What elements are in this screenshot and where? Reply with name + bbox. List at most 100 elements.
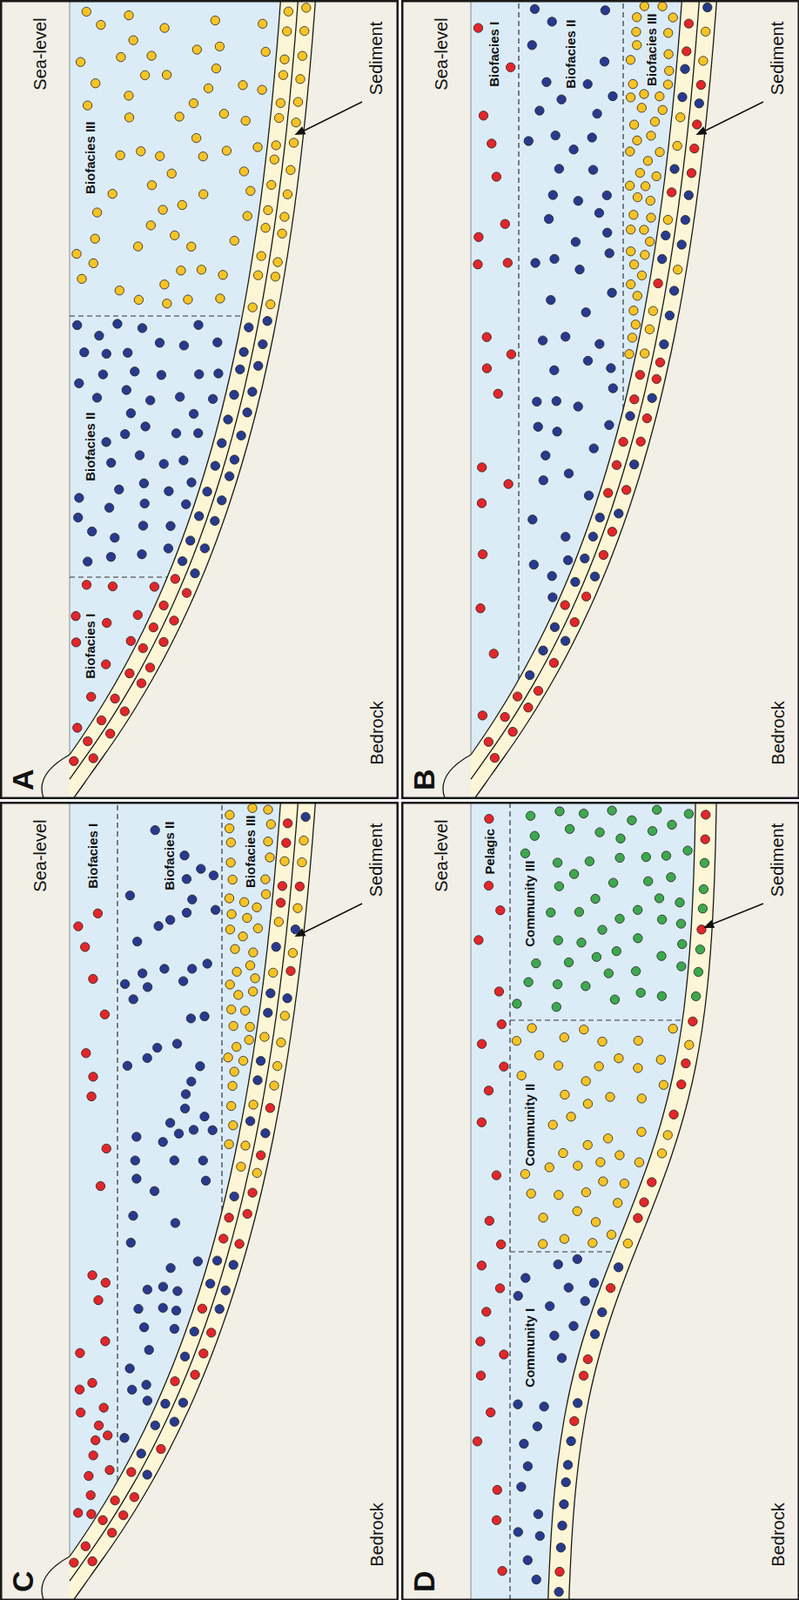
bedrock-ground (401, 0, 799, 799)
organism-dot (604, 488, 613, 497)
organism-dot (274, 917, 283, 927)
organism-dot (282, 26, 292, 36)
organism-dot (520, 1168, 530, 1178)
organism-dot (119, 1510, 128, 1519)
organism-dot (590, 1217, 600, 1227)
organism-dot (519, 1438, 529, 1448)
panel-drawing (0, 0, 398, 799)
organism-dot (159, 637, 168, 646)
organism-dot (210, 905, 220, 914)
organism-dot (482, 1307, 491, 1316)
sediment-label: Sediment (767, 21, 787, 96)
organism-dot (664, 310, 674, 320)
organism-dot (581, 1187, 591, 1196)
organism-dot (476, 498, 486, 508)
organism-dot (194, 320, 203, 329)
organism-dot (559, 1033, 569, 1042)
organism-dot (198, 152, 208, 162)
organism-dot (154, 921, 163, 931)
zone-label: Biofacies III (83, 120, 99, 194)
organism-dot (278, 70, 288, 80)
organism-dot (476, 1117, 486, 1127)
organism-dot (188, 964, 197, 974)
organism-dot (273, 1060, 282, 1070)
organism-dot (92, 393, 101, 403)
organism-dot (544, 1162, 554, 1172)
organism-dot (573, 1161, 583, 1170)
organism-dot (557, 1520, 567, 1530)
organism-dot (229, 1191, 239, 1201)
organism-dot (655, 357, 665, 367)
organism-dot (88, 258, 98, 268)
organism-dot (266, 819, 276, 829)
organism-dot (188, 98, 198, 108)
organism-dot (286, 966, 296, 975)
organism-dot (474, 935, 484, 945)
organism-dot (248, 387, 257, 397)
organism-dot (194, 511, 204, 521)
organism-dot (210, 516, 220, 525)
organism-dot (640, 181, 650, 191)
organism-dot (199, 1349, 209, 1358)
organism-dot (258, 19, 268, 28)
organism-dot (293, 903, 303, 913)
organism-dot (87, 1556, 97, 1565)
organism-dot (555, 806, 564, 816)
organism-dot (165, 915, 175, 925)
organism-dot (269, 1081, 279, 1090)
organism-dot (293, 97, 303, 107)
organism-dot (221, 1285, 230, 1295)
organism-dot (619, 1178, 629, 1188)
organism-dot (667, 819, 677, 829)
organism-dot (672, 141, 682, 150)
organism-dot (268, 967, 278, 977)
shore-outline (443, 754, 471, 799)
organism-dot (200, 543, 209, 553)
organism-dot (122, 1060, 132, 1070)
organism-dot (250, 973, 260, 983)
organism-dot (145, 663, 155, 672)
organism-dot (675, 898, 685, 907)
organism-dot (73, 512, 83, 522)
organism-dot (275, 98, 285, 108)
sea-level-line (470, 801, 472, 1600)
organism-dot (556, 1543, 565, 1552)
organism-dot (171, 1305, 181, 1315)
panel-content (0, 0, 398, 799)
organism-dot (183, 295, 193, 304)
organism-dot (100, 1336, 110, 1346)
zone-divider (116, 801, 118, 1481)
organism-dot (252, 902, 262, 912)
organism-dot (87, 1509, 96, 1518)
organism-dot (197, 1303, 207, 1313)
organism-dot (253, 1075, 262, 1085)
organism-dot (635, 369, 645, 379)
organism-dot (657, 1148, 666, 1158)
organism-dot (484, 1215, 494, 1225)
organism-dot (624, 349, 634, 359)
organism-dot (280, 856, 289, 866)
organism-dot (658, 1080, 668, 1089)
organism-dot (106, 729, 115, 739)
organism-dot (224, 893, 234, 903)
organism-dot (644, 236, 654, 246)
organism-dot (614, 1054, 624, 1063)
organism-dot (210, 15, 220, 25)
organism-dot (606, 1229, 616, 1239)
organism-dot (136, 678, 146, 688)
organism-dot (232, 966, 242, 976)
organism-dot (529, 559, 538, 569)
organism-dot (199, 189, 209, 199)
organism-dot (282, 819, 292, 828)
organism-dot (99, 1403, 108, 1412)
organism-dot (615, 913, 625, 923)
organism-dot (142, 1470, 152, 1479)
organism-dot (579, 1025, 589, 1034)
organism-dot (681, 1058, 691, 1068)
organism-dot (273, 257, 282, 267)
organism-dot (658, 1, 667, 11)
organism-dot (534, 1050, 544, 1060)
organism-dot (692, 120, 702, 129)
organism-dot (241, 116, 250, 126)
